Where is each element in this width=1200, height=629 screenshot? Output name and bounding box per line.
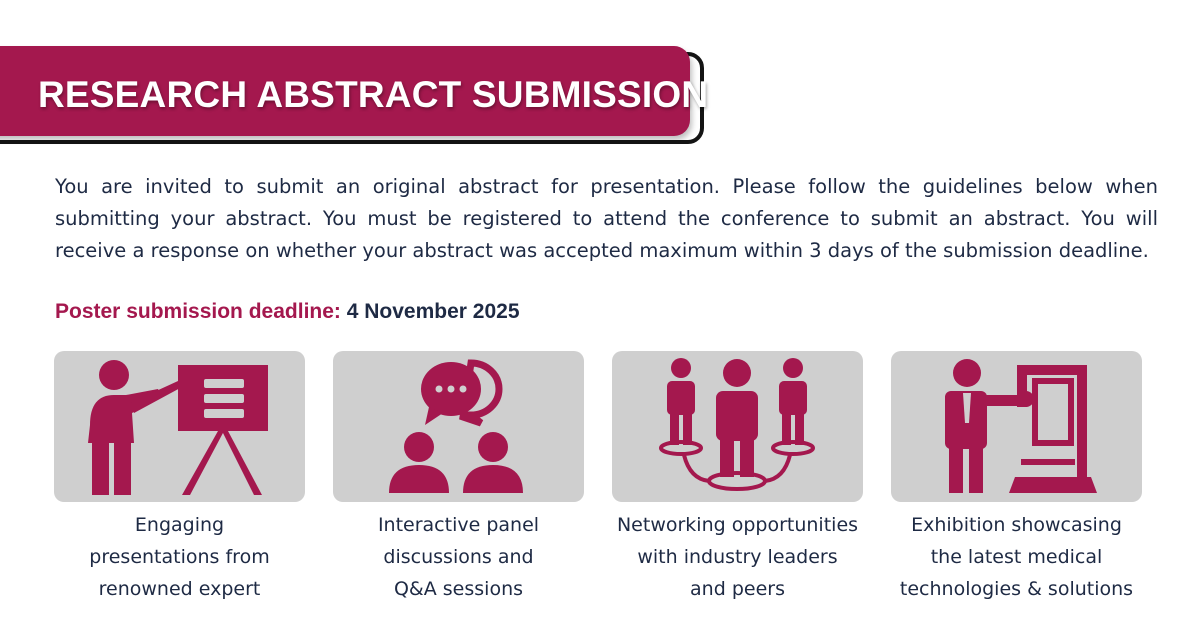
feature-caption-line: Q&A sessions — [393, 578, 524, 600]
feature-caption-line: Interactive panel — [377, 514, 540, 536]
network-people-icon — [659, 358, 815, 491]
feature-caption-line: technologies & solutions — [899, 578, 1134, 600]
feature-caption: Interactive panel discussions and Q&A se… — [333, 509, 584, 605]
feature-presentations: Engaging presentations from renowned exp… — [54, 351, 305, 605]
features-row: Engaging presentations from renowned exp… — [54, 351, 1142, 611]
chat-people-icon — [389, 359, 523, 493]
feature-caption-line: with industry leaders — [637, 546, 838, 568]
feature-card — [891, 351, 1142, 502]
feature-caption-line: the latest medical — [930, 546, 1103, 568]
feature-caption-line: discussions and — [383, 546, 534, 568]
feature-caption: Networking opportunities with industry l… — [612, 509, 863, 605]
feature-exhibition: Exhibition showcasing the latest medical… — [891, 351, 1142, 605]
deadline-value: 4 November 2025 — [346, 300, 520, 323]
exhibition-booth-icon — [945, 359, 1097, 493]
feature-caption-line: renowned expert — [98, 578, 261, 600]
feature-panel-discussions: Interactive panel discussions and Q&A se… — [333, 351, 584, 605]
page-title: RESEARCH ABSTRACT SUBMISSION — [38, 74, 709, 115]
title-banner — [0, 46, 690, 136]
feature-caption-line: presentations from — [89, 546, 270, 568]
feature-caption-line: Exhibition showcasing — [911, 514, 1122, 536]
feature-card — [612, 351, 863, 502]
deadline-line: Poster submission deadline: 4 November 2… — [55, 300, 520, 324]
feature-caption-line: Engaging — [134, 514, 225, 536]
intro-paragraph: You are invited to submit an original ab… — [55, 175, 1158, 262]
feature-networking: Networking opportunities with industry l… — [612, 351, 863, 605]
feature-caption-line: Networking opportunities — [616, 514, 859, 536]
feature-caption: Exhibition showcasing the latest medical… — [891, 509, 1142, 605]
presenter-board-icon — [88, 360, 268, 495]
feature-card — [54, 351, 305, 502]
deadline-label: Poster submission deadline: — [55, 300, 341, 323]
feature-caption: Engaging presentations from renowned exp… — [54, 509, 305, 605]
feature-caption-line: and peers — [690, 578, 785, 600]
feature-card — [333, 351, 584, 502]
